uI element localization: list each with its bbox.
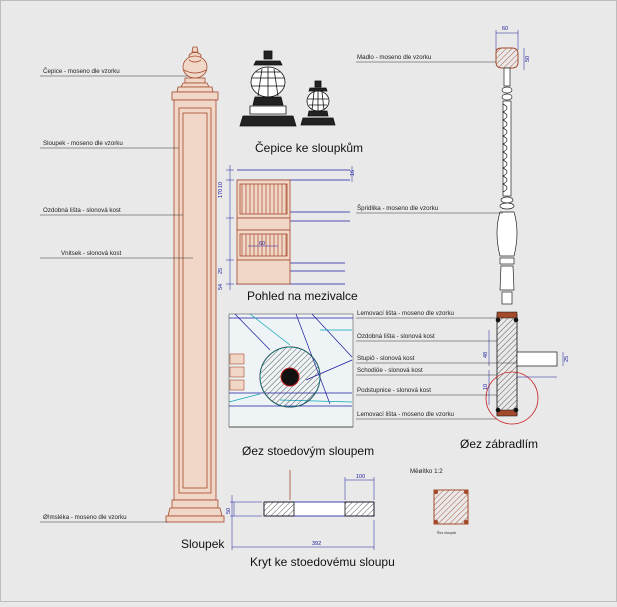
post-section-detail [433, 489, 469, 525]
detail-note: Řez sloupek [437, 530, 457, 535]
dim-rail-height: 50 [525, 56, 531, 62]
dim-roller-gap: 25 [218, 268, 224, 274]
post-finial [180, 46, 210, 88]
dim-roller-width: 60 [259, 241, 265, 247]
dim-cover-width: 100 [356, 474, 365, 480]
finial-large [239, 50, 297, 127]
label-stair-edge: Schodiöe - slonová kost [357, 367, 423, 374]
post-cap-block [176, 86, 214, 93]
caption-post: Sloupek [181, 537, 225, 551]
label-handrail: Madlo - moseno dle vzorku [357, 54, 432, 61]
dim-section-a: 48 [483, 352, 489, 358]
finial-small [300, 80, 336, 126]
label-bead-bottom: Lemovací lišta - moseno dle vzorku [357, 411, 455, 418]
label-decor-strip-right: Ozdobná lišta - slonová kost [357, 333, 435, 340]
label-inlay: Vnitsek - slonová kost [61, 250, 121, 257]
label-bead-top: Lemovací lišta - moseno dle vzorku [357, 310, 455, 317]
dim-section-b: 25 [564, 356, 570, 362]
caption-roller: Pohled na mezivalce [247, 289, 358, 303]
post-shaft [173, 99, 217, 501]
label-decor-strip: Ozdobná lišta - slonová kost [43, 207, 121, 214]
label-spindle: Špridlika - moseno dle vzorku [357, 205, 439, 212]
rail-leaders [356, 61, 517, 420]
dim-cover-thick: 50 [226, 508, 232, 514]
caption-center-section: Øez stoedovým sloupem [242, 444, 374, 458]
dim-rail-width: 60 [502, 26, 508, 32]
caption-rail-section: Øez zábradlím [460, 437, 538, 451]
dim-cover-total: 392 [312, 541, 321, 547]
roller-view: 170 16 60 25 54 10 [218, 165, 356, 290]
center-section [228, 313, 354, 428]
dim-roller-top: 16 [350, 170, 356, 176]
dim-section-c: 10 [483, 384, 489, 390]
post-base [165, 515, 225, 523]
rail-elevation: 60 50 [483, 26, 570, 425]
label-post-right: Stupiö - slonová kost [357, 355, 415, 362]
post-leaders [40, 75, 193, 523]
label-base-plinth: Ø!msléka - moseno dle vzorku [43, 514, 127, 521]
label-riser: Podstupnice - slonová kost [357, 387, 431, 394]
label-post-body: Sloupek - moseno dle vzorku [43, 140, 123, 147]
dim-roller-bottom: 54 [218, 284, 224, 290]
caption-cover: Kryt ke stoedovému sloupu [250, 555, 395, 569]
dim-roller-ref: 10 [218, 182, 224, 188]
post-elevation [165, 46, 225, 523]
caption-scale: Mëøítko 1:2 [410, 468, 443, 475]
cover-detail: 100 392 50 [226, 470, 375, 550]
label-cap-finial: Čepice - moseno dle vzorku [43, 68, 120, 75]
dim-roller-mid: 170 [218, 189, 224, 198]
caption-finials: Čepice ke sloupkům [255, 140, 363, 155]
